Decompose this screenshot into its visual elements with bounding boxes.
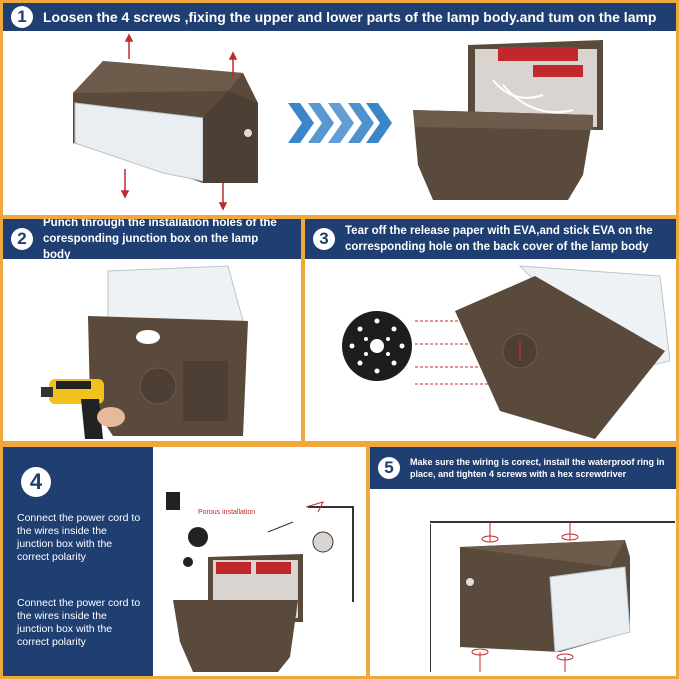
step-2-banner: 2 Punch through the installation holes o…	[3, 219, 301, 261]
lamp-open-illustration	[413, 40, 603, 200]
step-1-panel: 1 Loosen the 4 screws ,fixing the upper …	[3, 3, 676, 215]
step-5-number: 5	[378, 457, 400, 479]
step-2-panel: 2 Punch through the installation holes o…	[3, 219, 301, 441]
porous-installation-callout: Porous installation	[198, 509, 256, 516]
step-4-text-1: Connect the power cord to the wires insi…	[17, 512, 141, 563]
step-3-text: Tear off the release paper with EVA,and …	[345, 225, 653, 253]
step-3-panel: 3 Tear off the release paper with EVA,an…	[305, 219, 676, 441]
step-5-text: Make sure the wiring is corect, install …	[410, 457, 665, 479]
step-5-banner: 5 Make sure the wiring is corect, instal…	[370, 447, 676, 489]
step-5-panel: 5 Make sure the wiring is corect, instal…	[370, 447, 676, 676]
step-2-number: 2	[11, 228, 33, 250]
step-4-sidebar: 4 Connect the power cord to the wires in…	[3, 447, 153, 676]
step-2-text: Punch through the installation holes of …	[43, 219, 277, 261]
eva-ring-illustration	[342, 311, 412, 381]
lamp-back-tilted-illustration	[455, 265, 670, 439]
step-4-panel: 4 Connect the power cord to the wires in…	[3, 447, 366, 676]
step-4-number: 4	[21, 467, 51, 497]
step-1-banner: 1 Loosen the 4 screws ,fixing the upper …	[3, 3, 676, 31]
lamp-back-illustration	[88, 265, 248, 436]
direction-arrows	[288, 103, 392, 143]
wiring-illustration	[166, 492, 354, 672]
step-1-text: Loosen the 4 screws ,fixing the upper an…	[43, 9, 657, 25]
mounted-lamp-illustration	[430, 521, 675, 672]
step-3-banner: 3 Tear off the release paper with EVA,an…	[305, 219, 676, 259]
step-4-text-2: Connect the power cord to the wires insi…	[17, 597, 141, 648]
step-1-number: 1	[11, 6, 33, 28]
lamp-closed-illustration	[73, 33, 258, 211]
step-3-number: 3	[313, 228, 335, 250]
drill-illustration	[41, 379, 125, 439]
